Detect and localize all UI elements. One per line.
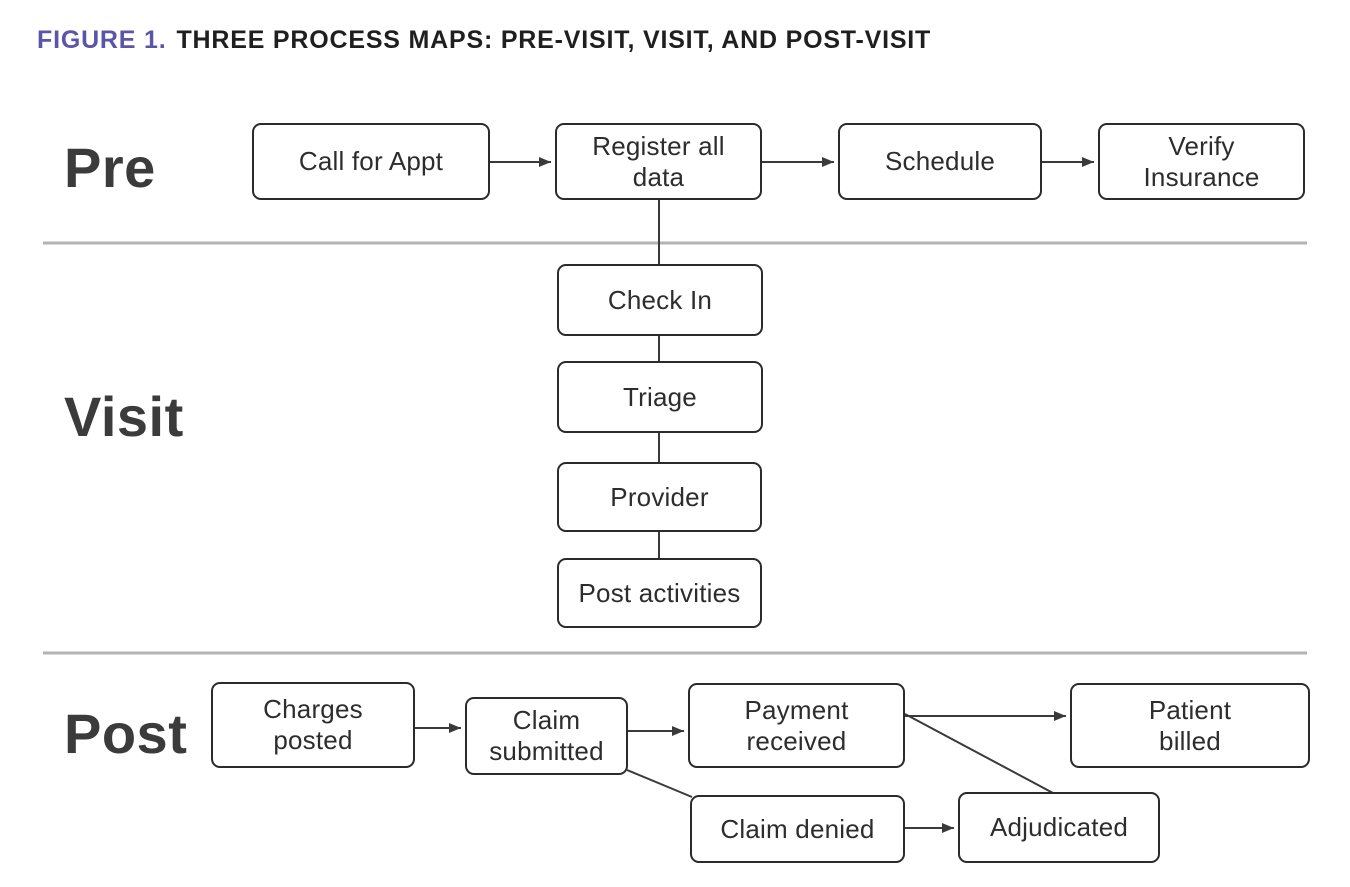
- node-claim-denied: Claim denied: [690, 795, 905, 863]
- section-label-visit: Visit: [64, 385, 184, 448]
- node-register-all-data: Register all data: [555, 123, 762, 200]
- figure-title: FIGURE 1. THREE PROCESS MAPS: PRE-VISIT, …: [37, 26, 931, 55]
- section-label-pre: Pre: [64, 136, 156, 199]
- node-post-activities: Post activities: [557, 558, 762, 628]
- node-payment-received: Payment received: [688, 683, 905, 768]
- node-provider: Provider: [557, 462, 762, 532]
- figure-title-text: THREE PROCESS MAPS: PRE-VISIT, VISIT, AN…: [176, 26, 932, 54]
- section-label-post: Post: [64, 702, 188, 765]
- node-check-in: Check In: [557, 264, 763, 336]
- node-schedule: Schedule: [838, 123, 1042, 200]
- edge-claimsubmitted-to-claimdenied: [626, 769, 693, 798]
- node-verify-insurance: Verify Insurance: [1098, 123, 1305, 200]
- node-adjudicated: Adjudicated: [958, 792, 1160, 863]
- node-patient-billed: Patient billed: [1070, 683, 1310, 768]
- node-triage: Triage: [557, 361, 763, 433]
- figure-number-label: FIGURE 1.: [37, 26, 167, 54]
- node-call-for-appt: Call for Appt: [252, 123, 490, 200]
- node-charges-posted: Charges posted: [211, 682, 415, 768]
- node-claim-submitted: Claim submitted: [465, 697, 628, 775]
- edge-payment-to-adjudicated: [904, 713, 1054, 794]
